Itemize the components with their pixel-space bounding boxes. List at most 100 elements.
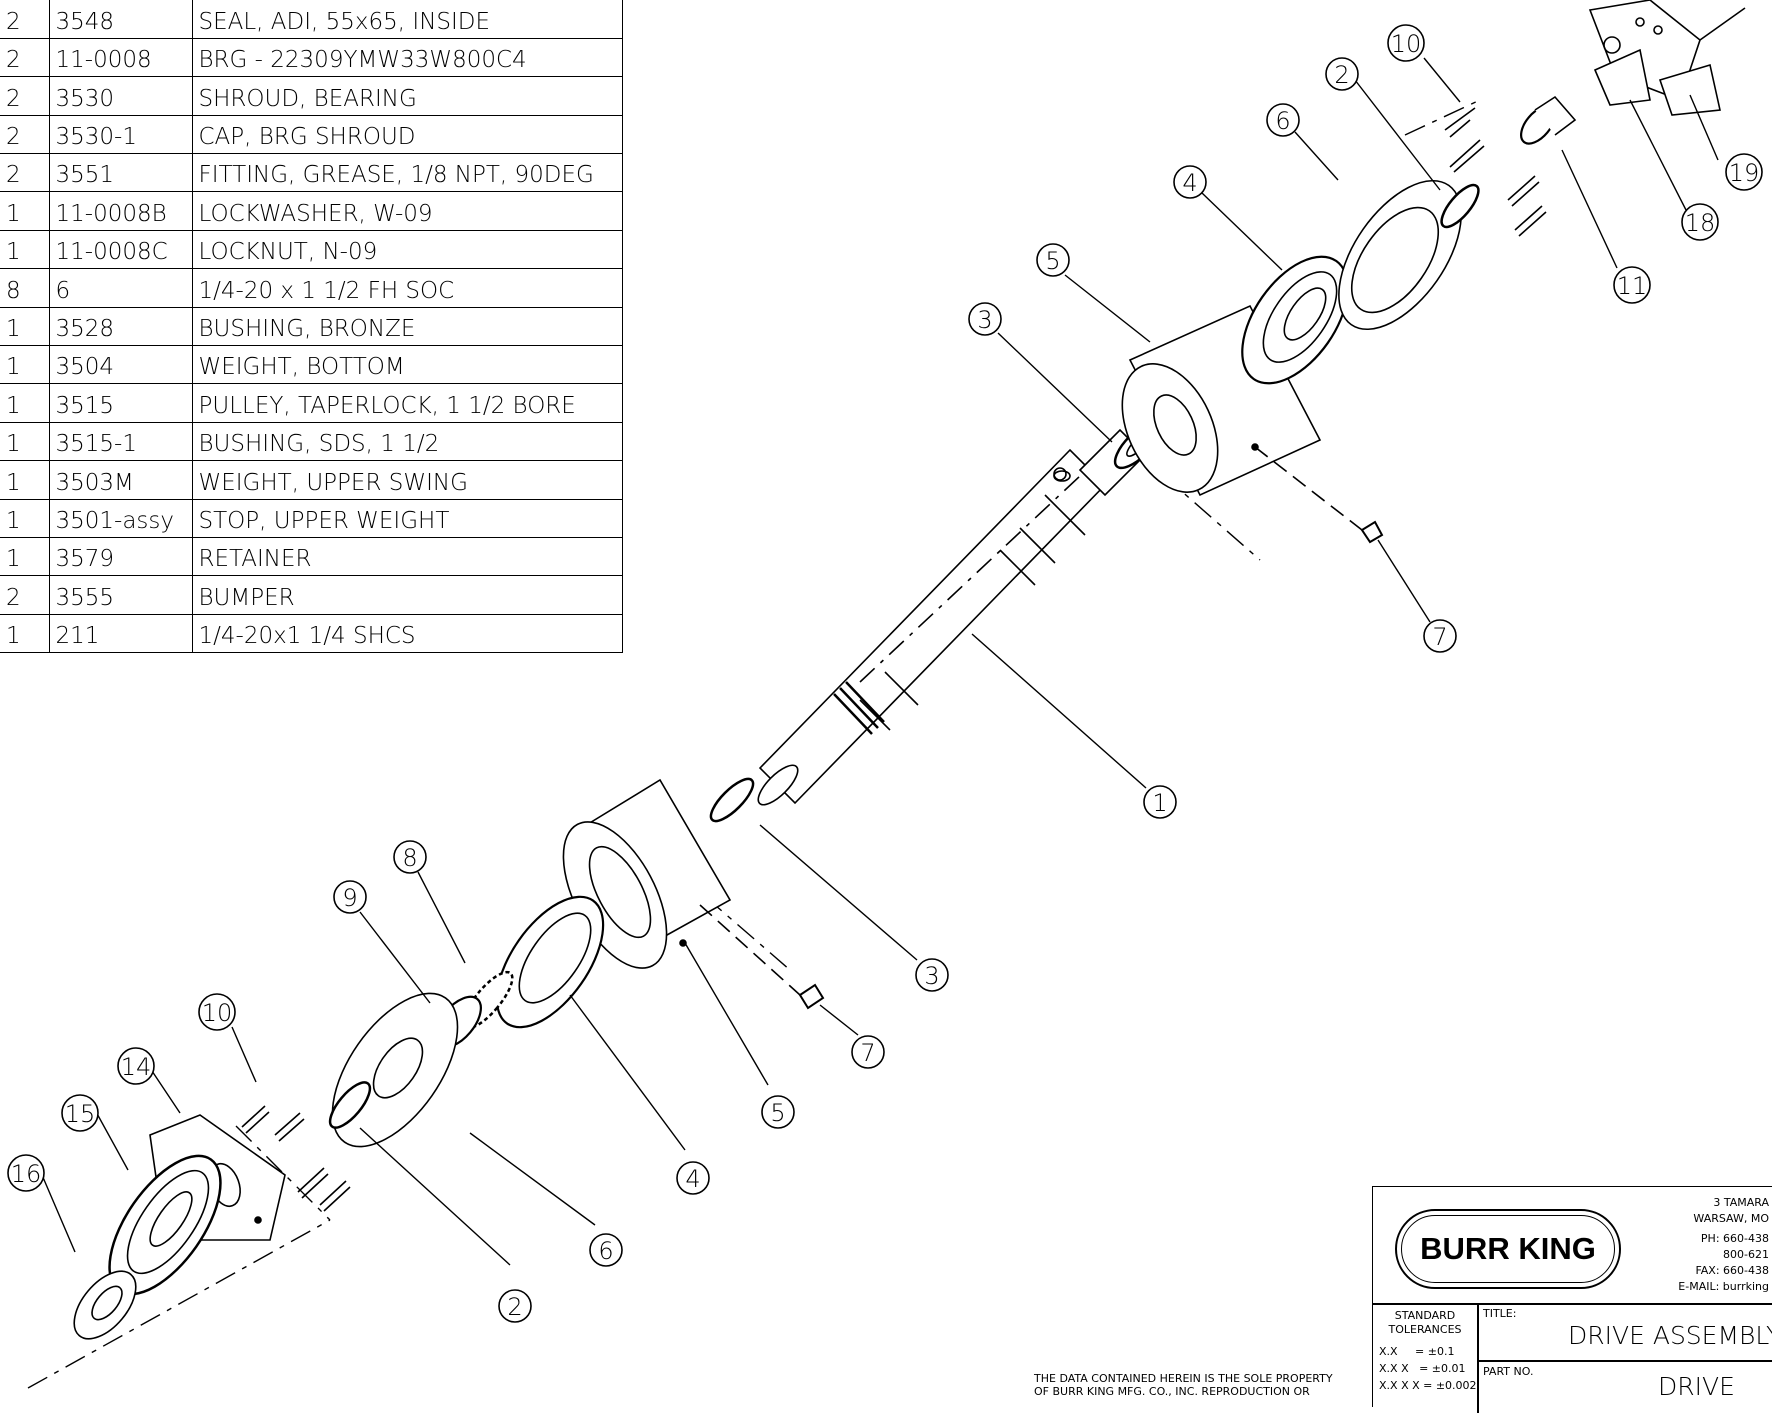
bom-cell-qty: 1 [0, 230, 50, 270]
main-shaft [757, 428, 1147, 806]
title-block-divider [1477, 1303, 1479, 1413]
bom-cell-part-no: 3503M [49, 460, 193, 500]
phone-line-1: PH: 660-438 [1700, 1232, 1769, 1245]
svg-text:16: 16 [11, 1160, 42, 1188]
bom-cell-description: BUSHING, SDS, 1 1/2 [192, 422, 623, 462]
bom-cell-part-no: 3530-1 [49, 115, 193, 155]
bom-cell-qty: 1 [0, 614, 50, 654]
bom-cell-part-no: 3515-1 [49, 422, 193, 462]
bom-cell-part-no: 211 [49, 614, 193, 654]
bom-cell-part-no: 11-0008 [49, 38, 193, 78]
drawing-part-number: DRIVE [1658, 1372, 1735, 1401]
balloon-5-lower: 5 [761, 1095, 795, 1129]
bom-cell-qty: 2 [0, 115, 50, 155]
balloon-1: 1 [1143, 785, 1177, 819]
upper-assembly [1053, 0, 1746, 544]
bom-cell-part-no: 3555 [49, 575, 193, 615]
drawing-title: DRIVE ASSEMBLY [1568, 1321, 1772, 1350]
bom-cell-qty: 2 [0, 153, 50, 193]
bom-cell-description: BUMPER [192, 575, 623, 615]
bom-cell-qty: 1 [0, 345, 50, 385]
balloon-4-upper: 4 [1173, 165, 1207, 199]
svg-text:19: 19 [1729, 159, 1760, 187]
svg-text:5: 5 [770, 1099, 785, 1127]
address-line-1: 3 TAMARA [1713, 1196, 1769, 1209]
svg-text:3: 3 [977, 306, 992, 334]
bom-cell-qty: 1 [0, 383, 50, 423]
svg-text:4: 4 [1182, 169, 1197, 197]
bom-cell-part-no: 11-0008B [49, 191, 193, 231]
title-block-divider [1477, 1360, 1772, 1362]
svg-text:4: 4 [685, 1165, 700, 1193]
bom-cell-description: FITTING, GREASE, 1/8 NPT, 90DEG [192, 153, 623, 193]
bom-cell-description: 1/4-20x1 1/4 SHCS [192, 614, 623, 654]
balloon-14: 14 [117, 1047, 155, 1085]
title-block-divider [1373, 1303, 1772, 1305]
company-logo: BURR KING [1395, 1209, 1621, 1289]
bom-cell-description: 1/4-20 x 1 1/2 FH SOC [192, 268, 623, 308]
svg-text:8: 8 [402, 844, 417, 872]
bom-cell-description: WEIGHT, UPPER SWING [192, 460, 623, 500]
svg-text:6: 6 [598, 1237, 613, 1265]
svg-text:18: 18 [1685, 209, 1716, 237]
bom-cell-part-no: 3551 [49, 153, 193, 193]
phone-line-2: 800-621 [1723, 1248, 1769, 1261]
tolerance-1: X.X = ±0.1 [1379, 1345, 1455, 1358]
leader-lines [41, 57, 1719, 1266]
bom-cell-description: RETAINER [192, 537, 623, 577]
svg-text:6: 6 [1275, 107, 1290, 135]
bom-cell-part-no: 3504 [49, 345, 193, 385]
svg-text:10: 10 [1391, 30, 1422, 58]
balloon-7-lower: 7 [851, 1035, 885, 1069]
lower-assembly [73, 777, 825, 1340]
balloon-2-upper: 2 [1325, 57, 1359, 91]
balloon-6-lower: 6 [589, 1233, 623, 1267]
address-line-2: WARSAW, MO [1693, 1212, 1769, 1225]
bom-cell-description: SHROUD, BEARING [192, 76, 623, 116]
balloon-3-upper: 3 [968, 302, 1002, 336]
bom-cell-qty: 1 [0, 537, 50, 577]
balloon-19: 19 [1725, 153, 1763, 191]
bom-cell-qty: 2 [0, 0, 50, 39]
bom-cell-description: LOCKNUT, N-09 [192, 230, 623, 270]
tolerance-3: X.X X X = ±0.002 [1379, 1379, 1477, 1392]
title-block: BURR KING 3 TAMARA WARSAW, MO PH: 660-43… [1372, 1186, 1772, 1413]
balloon-10-upper: 10 [1387, 24, 1425, 62]
bom-cell-part-no: 3528 [49, 307, 193, 347]
svg-text:7: 7 [1432, 623, 1447, 651]
bom-cell-description: CAP, BRG SHROUD [192, 115, 623, 155]
bom-cell-description: PULLEY, TAPERLOCK, 1 1/2 BORE [192, 383, 623, 423]
svg-text:3: 3 [924, 962, 939, 990]
bom-cell-qty: 2 [0, 38, 50, 78]
balloon-7-upper: 7 [1423, 619, 1457, 653]
balloon-15: 15 [61, 1094, 99, 1132]
balloon-8: 8 [393, 840, 427, 874]
balloon-3-lower: 3 [915, 958, 949, 992]
svg-text:1: 1 [1152, 789, 1167, 817]
bom-cell-description: STOP, UPPER WEIGHT [192, 499, 623, 538]
balloon-10-lower: 10 [198, 993, 236, 1031]
proprietary-notice: THE DATA CONTAINED HEREIN IS THE SOLE PR… [1034, 1372, 1333, 1398]
svg-text:9: 9 [342, 884, 357, 912]
bom-cell-description: SEAL, ADI, 55x65, INSIDE [192, 0, 623, 39]
bom-cell-description: LOCKWASHER, W-09 [192, 191, 623, 231]
svg-text:2: 2 [507, 1293, 522, 1321]
bom-cell-part-no: 3579 [49, 537, 193, 577]
bom-cell-part-no: 6 [49, 268, 193, 308]
bom-cell-part-no: 3548 [49, 0, 193, 39]
balloon-18: 18 [1681, 203, 1719, 241]
email-line: E-MAIL: burrking [1678, 1280, 1769, 1293]
bom-cell-description: BUSHING, BRONZE [192, 307, 623, 347]
